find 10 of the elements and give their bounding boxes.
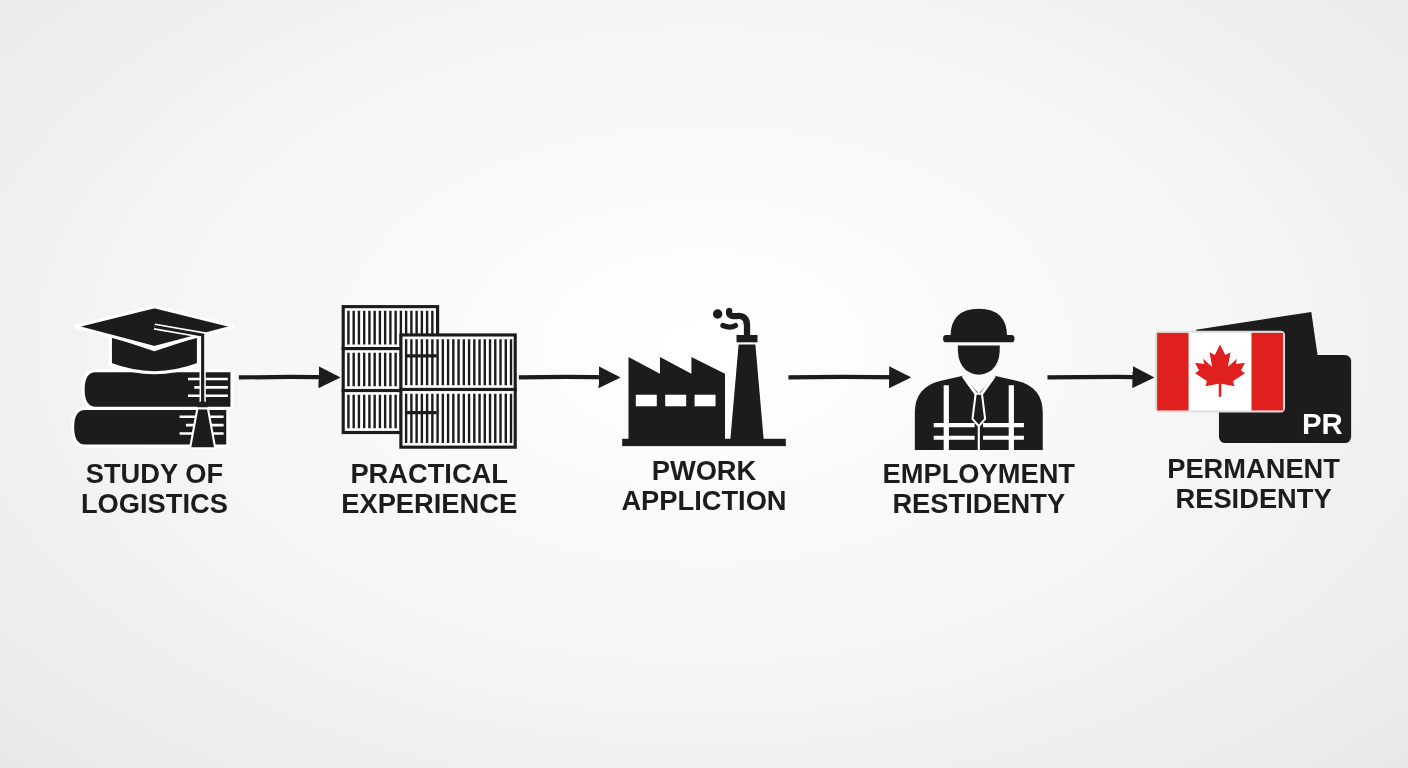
arrow [1047,366,1155,389]
step-label: STUDY OF LOGISTICS [80,459,228,520]
step-label: PRACTICAL EXPERIENCE [341,459,518,520]
step-label: PERMANENT RESIDENTY [1167,453,1340,515]
arrow [788,366,912,389]
card-label: PR [1301,406,1343,440]
step-label: EMPLOYMENT RESTIDENTY [882,459,1075,520]
step-label: PWORK APPLICTION [621,455,787,517]
arrow [518,366,621,389]
arrow [238,366,341,389]
